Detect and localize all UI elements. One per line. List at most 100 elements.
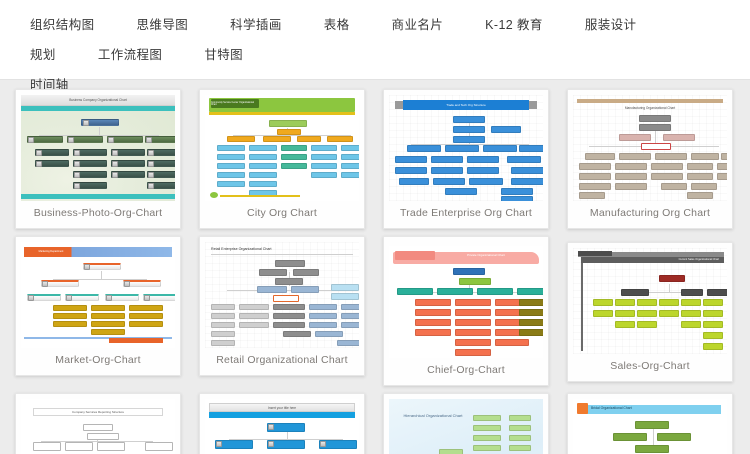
template-card-chief-org-chart[interactable]: Private Organizational Chart [383, 236, 549, 386]
org-node [281, 163, 307, 169]
connector [469, 278, 470, 292]
org-node [309, 313, 337, 319]
nav-item-workflow[interactable]: 工作流程图 [97, 48, 163, 62]
thumbnail-preview: Trade and Tech Org Structure [389, 95, 543, 201]
nav-item-mind-map[interactable]: 思维导图 [136, 18, 189, 32]
template-card-business-photo-org-chart[interactable]: Business Company Organizational Chart [15, 89, 181, 229]
org-node [681, 310, 701, 317]
thumb-title: Manufacturing Organizational Chart [624, 105, 676, 110]
org-node [703, 332, 723, 339]
connector [655, 124, 656, 146]
org-node [579, 173, 611, 180]
org-node [651, 173, 683, 180]
org-node [473, 425, 501, 431]
template-card-manufacturing-org-chart[interactable]: Manufacturing Organizational Chart [567, 89, 733, 229]
org-node [415, 319, 451, 326]
nav-item-science-illustration[interactable]: 科学插画 [230, 18, 282, 32]
nav-item-table[interactable]: 表格 [323, 18, 350, 32]
org-node [147, 171, 175, 178]
card-label: Retail Organizational Chart [216, 354, 348, 366]
card-label: Sales-Org-Chart [610, 360, 690, 372]
connector [287, 431, 288, 439]
card-label: Chief-Org-Chart [427, 364, 505, 376]
org-node [407, 145, 441, 152]
nav-item-planning[interactable]: 规划 [30, 48, 56, 62]
org-node [687, 163, 713, 170]
org-node [147, 182, 175, 189]
node-avatar [216, 441, 222, 447]
org-node [663, 134, 695, 141]
thumb-title: Trade and Tech Org Structure [403, 100, 529, 110]
template-card-retail-organizational-chart[interactable]: Retail Enterprise Organizational Chart [199, 236, 365, 376]
node-avatar [36, 149, 42, 156]
org-node [143, 294, 175, 301]
template-card-bridal-organizational-chart[interactable]: Bridal Organizational Chart [567, 393, 733, 454]
org-node [511, 167, 543, 174]
nav-item-k12-education[interactable]: K-12 教育 [485, 18, 543, 32]
org-node [147, 149, 175, 156]
org-node [327, 136, 353, 142]
org-node [619, 153, 651, 160]
org-node [455, 329, 491, 336]
org-node [341, 304, 359, 310]
org-node [661, 183, 687, 190]
org-node [311, 145, 337, 151]
template-card-market-org-chart[interactable]: Marketing Department [15, 236, 181, 376]
org-node [111, 160, 145, 167]
template-card-city-org-chart[interactable]: Community Service Center Organizational … [199, 89, 365, 229]
thumb-header-band [581, 257, 724, 263]
org-node [483, 145, 517, 152]
org-node [491, 126, 521, 133]
nav-item-org-chart[interactable]: 组织结构图 [30, 18, 95, 32]
template-card-hierarchical-organizational-chart[interactable]: Hierarchical Organizational Chart [383, 393, 549, 454]
org-node [249, 181, 277, 187]
nav-item-gantt-chart[interactable]: 甘特图 [204, 48, 244, 62]
org-node [267, 440, 305, 449]
org-node [341, 172, 359, 178]
org-node-root [639, 115, 671, 122]
node-avatar [112, 160, 118, 167]
org-node-root [83, 263, 121, 270]
org-node [129, 313, 163, 319]
thumbnail-preview: Bridal Organizational Chart [573, 399, 727, 454]
card-label: Business-Photo-Org-Chart [33, 207, 163, 219]
thumb-tab-active [578, 251, 612, 256]
org-node-root [81, 119, 119, 126]
org-node [509, 415, 531, 421]
org-node [469, 178, 503, 185]
org-node [453, 126, 485, 133]
org-node [615, 321, 635, 328]
nav-item-timeline[interactable]: 时间轴 [30, 78, 69, 92]
org-node [703, 310, 723, 317]
nav-item-fashion-design[interactable]: 服装设计 [584, 18, 637, 32]
node-avatar [148, 182, 154, 189]
nav-item-business-card[interactable]: 商业名片 [391, 18, 444, 32]
org-node [397, 288, 433, 295]
org-node [33, 442, 61, 451]
org-node [473, 415, 501, 421]
template-card-sales-org-chart[interactable]: Current Sales Organizational Chart [567, 242, 733, 382]
template-card-insert-your-title-here[interactable]: Insert your title here [199, 393, 365, 454]
org-node [211, 322, 235, 328]
org-node [211, 304, 235, 310]
org-node-root [83, 424, 113, 431]
org-node [431, 167, 463, 174]
node-avatar [28, 136, 34, 143]
connector [469, 122, 470, 144]
org-node [439, 449, 463, 454]
template-card-trade-enterprise-org-chart[interactable]: Trade and Tech Org Structure [383, 89, 549, 229]
org-node [445, 145, 479, 152]
org-node [129, 305, 163, 311]
org-node [273, 304, 305, 310]
org-node [249, 172, 277, 178]
thumb-accent-bar [209, 412, 355, 418]
node-avatar [148, 149, 154, 156]
org-node [509, 445, 531, 451]
org-node [717, 163, 727, 170]
org-node [331, 293, 359, 300]
template-card-company-services-reporting-structure[interactable]: Company Services Reporting Structure [15, 393, 181, 454]
org-node [311, 154, 337, 160]
org-node [495, 339, 529, 346]
connector [229, 439, 343, 440]
org-node [691, 183, 717, 190]
